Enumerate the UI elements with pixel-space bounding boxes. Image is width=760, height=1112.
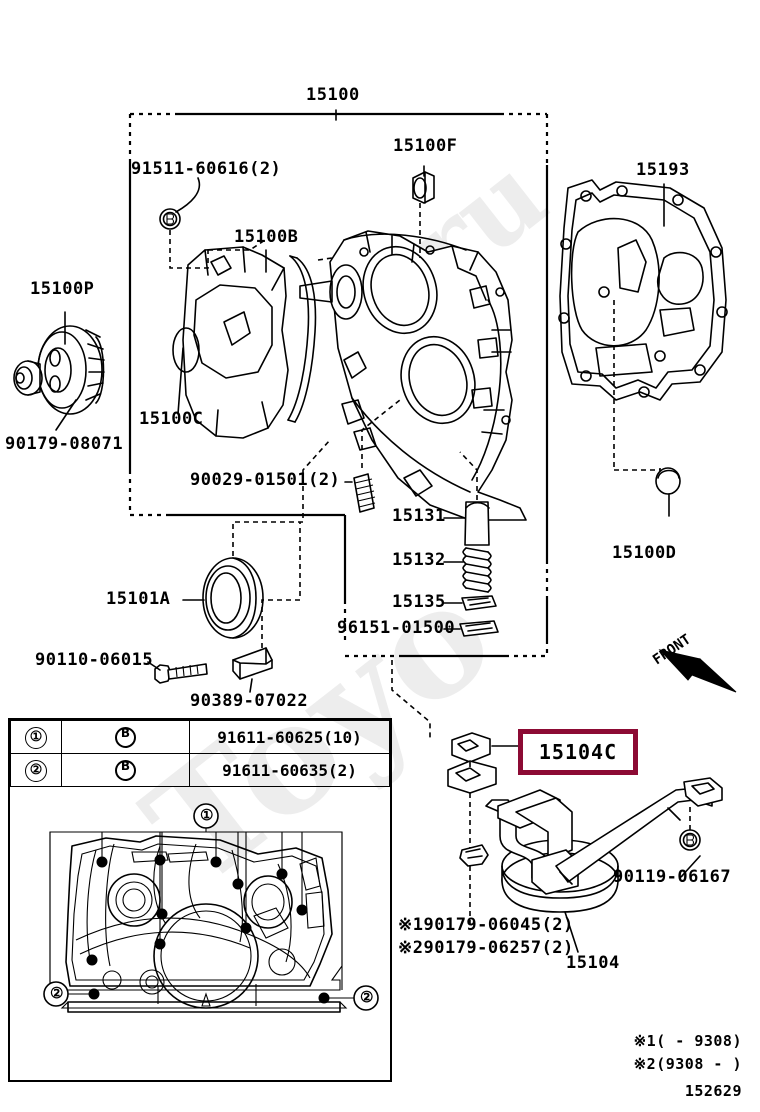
- callout-15100P: 15100P: [30, 279, 95, 299]
- b-circle-icon: [115, 725, 136, 748]
- callout-15101A: 15101A: [106, 589, 171, 609]
- callout-90110-06015: 90110-06015: [35, 650, 154, 670]
- inset-marker-1: ①: [200, 806, 214, 824]
- callout-90119-06167: 90119-06167: [613, 867, 732, 887]
- callout-15100F: 15100F: [393, 136, 458, 156]
- legend-part-2: 91611-60635(2): [189, 753, 390, 787]
- b-circle-icon: [115, 758, 136, 781]
- mark-1-symbol: ※1: [398, 915, 424, 935]
- callout-15131: 15131: [392, 506, 446, 526]
- footnote-1: ※1( - 9308): [633, 1032, 742, 1050]
- callout-90179-06257-mark: ※290179-06257(2): [398, 938, 574, 958]
- callout-15100: 15100: [306, 85, 360, 105]
- callout-96151-01500: 96151-01500: [337, 618, 456, 638]
- callout-90179-06257: 90179-06257(2): [423, 938, 574, 958]
- part-15100P-drive-gear: [13, 325, 105, 415]
- callout-91511-60616: 91511-60616(2): [131, 159, 282, 179]
- callout-15100C: 15100C: [139, 409, 204, 429]
- callout-15104: 15104: [566, 953, 620, 973]
- inset-front-view: [43, 803, 379, 1013]
- inset-marker-2a: ②: [50, 984, 64, 1002]
- part-90389-07022-bush: [232, 647, 273, 680]
- legend-table-and-inset: ① 91611-60625(10) ② 91611-60635(2): [8, 718, 392, 1082]
- bolt-legend-table: ① 91611-60625(10) ② 91611-60635(2): [10, 720, 390, 787]
- part-15101A-oil-seal: [202, 557, 264, 639]
- table-row: ① 91611-60625(10): [10, 720, 390, 754]
- callout-15100B: 15100B: [234, 227, 299, 247]
- callout-90029-01501: 90029-01501(2): [190, 470, 341, 490]
- mark-2-symbol: ※2: [398, 938, 424, 958]
- legend-symbol-2: [61, 753, 190, 787]
- inset-marker-2b: ②: [360, 988, 374, 1006]
- part-15132-spring: [462, 547, 492, 593]
- callout-15132: 15132: [392, 550, 446, 570]
- part-15104-oil-strainer: [447, 732, 723, 913]
- callout-15193: 15193: [636, 160, 690, 180]
- callout-90179-08071: 90179-08071: [5, 434, 124, 454]
- legend-index-2: ②: [10, 753, 62, 787]
- callout-90389-07022: 90389-07022: [190, 691, 309, 711]
- figure-number: 152629: [684, 1082, 742, 1100]
- callout-90179-06045-mark: ※190179-06045(2): [398, 915, 574, 935]
- callout-15135: 15135: [392, 592, 446, 612]
- part-15100B-pump-cover: [172, 246, 317, 439]
- legend-part-1: 91611-60625(10): [189, 720, 390, 754]
- legend-index-1: ①: [10, 720, 62, 754]
- group-box-15100: [128, 112, 549, 658]
- highlighted-part-label: 15104C: [538, 740, 618, 764]
- table-row: ② 91611-60635(2): [10, 753, 390, 787]
- part-96151-01500-washer: [459, 620, 499, 637]
- part-15100F-bushing: [412, 171, 435, 204]
- callout-90179-06045: 90179-06045(2): [423, 915, 574, 935]
- legend-symbol-1: [61, 720, 190, 754]
- front-direction-arrow: [658, 649, 737, 693]
- part-15131-relief-valve: [464, 501, 490, 546]
- part-15135-retainer: [461, 595, 497, 611]
- part-15100-oil-pump-body: [299, 230, 527, 521]
- footnote-2: ※2(9308 - ): [633, 1055, 742, 1073]
- part-15100D-plug: [655, 467, 681, 495]
- callout-15100D: 15100D: [612, 543, 677, 563]
- highlighted-part-15104C[interactable]: 15104C: [518, 729, 638, 775]
- part-91511-60616-marker: [159, 208, 181, 230]
- part-90110-06015-bolt: [154, 663, 208, 684]
- part-90029-01501-stud: [353, 473, 376, 513]
- part-15193-gasket: [558, 179, 728, 401]
